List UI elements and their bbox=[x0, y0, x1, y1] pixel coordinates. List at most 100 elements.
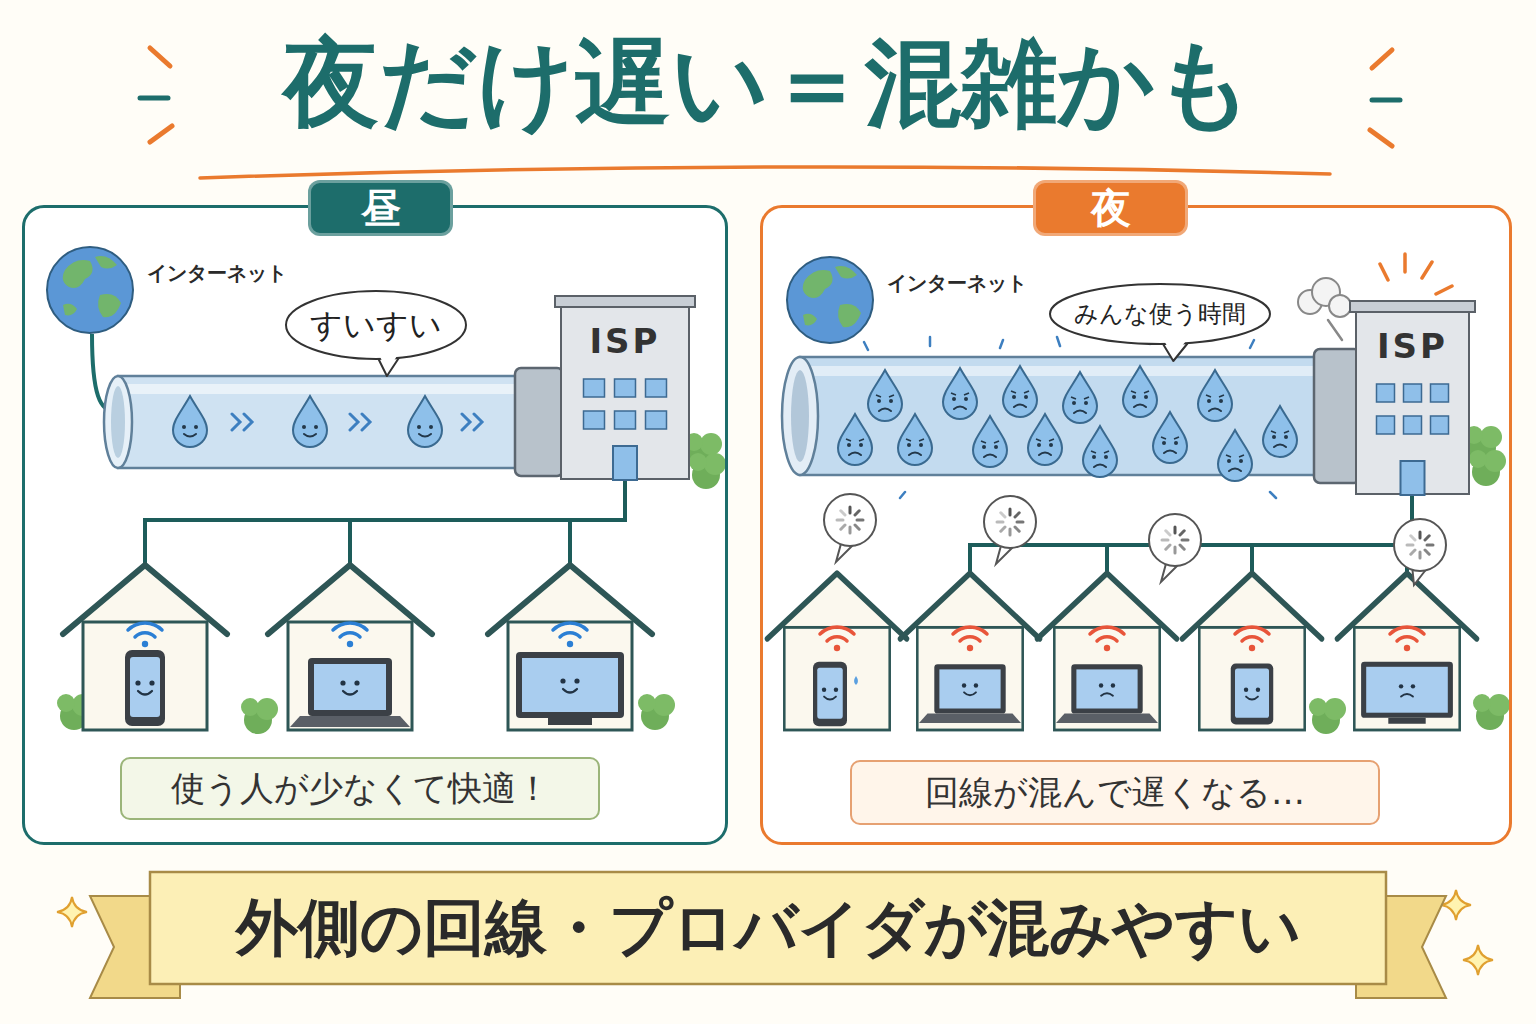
night-houses bbox=[1390, 627, 1424, 651]
night-houses bbox=[1182, 573, 1321, 730]
day-houses bbox=[241, 698, 278, 734]
ribbon-band bbox=[150, 872, 1386, 984]
title-decoration bbox=[200, 167, 1330, 178]
day-houses bbox=[125, 650, 165, 726]
window bbox=[1431, 416, 1449, 434]
speech-bubble: みんな使う時間 bbox=[1049, 283, 1271, 345]
globe-label: インターネット bbox=[887, 271, 1027, 295]
window bbox=[1377, 416, 1395, 434]
night-pipe bbox=[864, 335, 1276, 498]
loading-bubbles bbox=[997, 509, 1023, 535]
globe-land bbox=[63, 304, 77, 316]
globe-icon bbox=[45, 245, 135, 335]
globe-label: インターネット bbox=[147, 261, 287, 285]
night-houses bbox=[813, 662, 847, 727]
day-houses bbox=[333, 623, 367, 647]
door bbox=[1401, 461, 1425, 495]
window bbox=[584, 379, 605, 397]
loading-bubbles bbox=[1149, 514, 1201, 582]
globe-land bbox=[803, 314, 817, 326]
night-houses bbox=[1361, 662, 1453, 724]
day-houses bbox=[57, 433, 726, 734]
sparkles bbox=[1441, 890, 1471, 920]
day-houses bbox=[516, 652, 624, 725]
bubble-tail-fill bbox=[378, 352, 399, 372]
night-pipe bbox=[943, 368, 977, 419]
caption-box: 回線が混んで遅くなる… bbox=[850, 760, 1380, 825]
loading-bubbles bbox=[824, 494, 876, 562]
night-pipe bbox=[1123, 366, 1157, 417]
night-houses bbox=[1309, 698, 1346, 734]
isp-building: ISP bbox=[1355, 310, 1470, 495]
day-pipe bbox=[92, 334, 563, 476]
night-houses bbox=[953, 627, 987, 651]
title-decoration bbox=[150, 126, 172, 142]
day-houses bbox=[290, 658, 410, 727]
day-houses bbox=[560, 678, 579, 692]
day-houses bbox=[488, 565, 652, 730]
time-panel: 夜インターネットみんな使う時間ISP回線が混んで遅くなる… bbox=[760, 205, 1512, 845]
night-houses bbox=[1361, 662, 1453, 724]
building-label: ISP bbox=[1377, 326, 1448, 367]
title-decoration bbox=[1372, 98, 1400, 103]
sparkles bbox=[57, 890, 1493, 975]
night-houses bbox=[1099, 683, 1115, 695]
title-decoration bbox=[1370, 130, 1392, 146]
night-houses bbox=[919, 664, 1021, 723]
day-wires bbox=[145, 480, 625, 566]
globe-land bbox=[835, 266, 857, 279]
panel-tab: 昼 bbox=[308, 180, 453, 236]
day-houses bbox=[516, 652, 624, 725]
day-pipe bbox=[111, 386, 125, 458]
roof-cap bbox=[1350, 301, 1475, 312]
window bbox=[1431, 384, 1449, 402]
night-pipe bbox=[1063, 372, 1097, 423]
internet-globe: インターネット bbox=[45, 245, 295, 335]
window bbox=[1377, 384, 1395, 402]
isp-building: ISP bbox=[560, 305, 690, 480]
sparkles bbox=[57, 897, 87, 927]
window bbox=[584, 411, 605, 429]
night-houses bbox=[1037, 573, 1176, 730]
night-pipe bbox=[1314, 349, 1360, 483]
door bbox=[613, 446, 637, 480]
panel-ground bbox=[760, 205, 1512, 845]
loading-bubbles bbox=[984, 496, 1036, 548]
globe-land bbox=[98, 294, 121, 317]
night-houses bbox=[854, 676, 858, 685]
sparkles bbox=[1463, 945, 1493, 975]
window bbox=[646, 411, 667, 429]
loading-bubbles bbox=[1149, 514, 1201, 566]
loading-bubbles bbox=[837, 507, 863, 533]
night-houses bbox=[1473, 694, 1510, 730]
night-pipe bbox=[1198, 370, 1232, 421]
internet-globe: インターネット bbox=[785, 255, 1035, 345]
night-houses bbox=[767, 573, 906, 730]
night-houses bbox=[900, 573, 1039, 730]
night-houses bbox=[1231, 663, 1274, 724]
day-houses bbox=[689, 453, 726, 489]
night-houses bbox=[820, 627, 854, 651]
loading-bubbles bbox=[824, 494, 876, 546]
summary-ribbon: 外側の回線・プロバイダが混みやすい bbox=[150, 872, 1386, 984]
window bbox=[615, 411, 636, 429]
panel-heading: 昼 bbox=[361, 184, 401, 232]
day-pipe bbox=[232, 414, 482, 430]
day-houses bbox=[340, 680, 359, 694]
bubble-tail-fill bbox=[1162, 337, 1189, 357]
loading-bubbles bbox=[984, 496, 1036, 564]
night-pipe bbox=[782, 357, 818, 475]
night-pipe bbox=[1380, 254, 1452, 294]
loading-bubbles bbox=[1394, 519, 1446, 571]
day-pipe bbox=[293, 396, 327, 447]
roof-cap bbox=[555, 296, 695, 307]
panel-tab: 夜 bbox=[1033, 180, 1188, 236]
loading-bubbles bbox=[1407, 532, 1433, 558]
ribbon-text: 外側の回線・プロバイダが混みやすい bbox=[236, 891, 1301, 965]
night-pipe bbox=[1263, 406, 1297, 457]
night-houses bbox=[813, 662, 847, 727]
night-houses bbox=[1235, 627, 1269, 651]
day-pipe bbox=[122, 384, 514, 394]
night-pipe bbox=[1218, 430, 1252, 481]
